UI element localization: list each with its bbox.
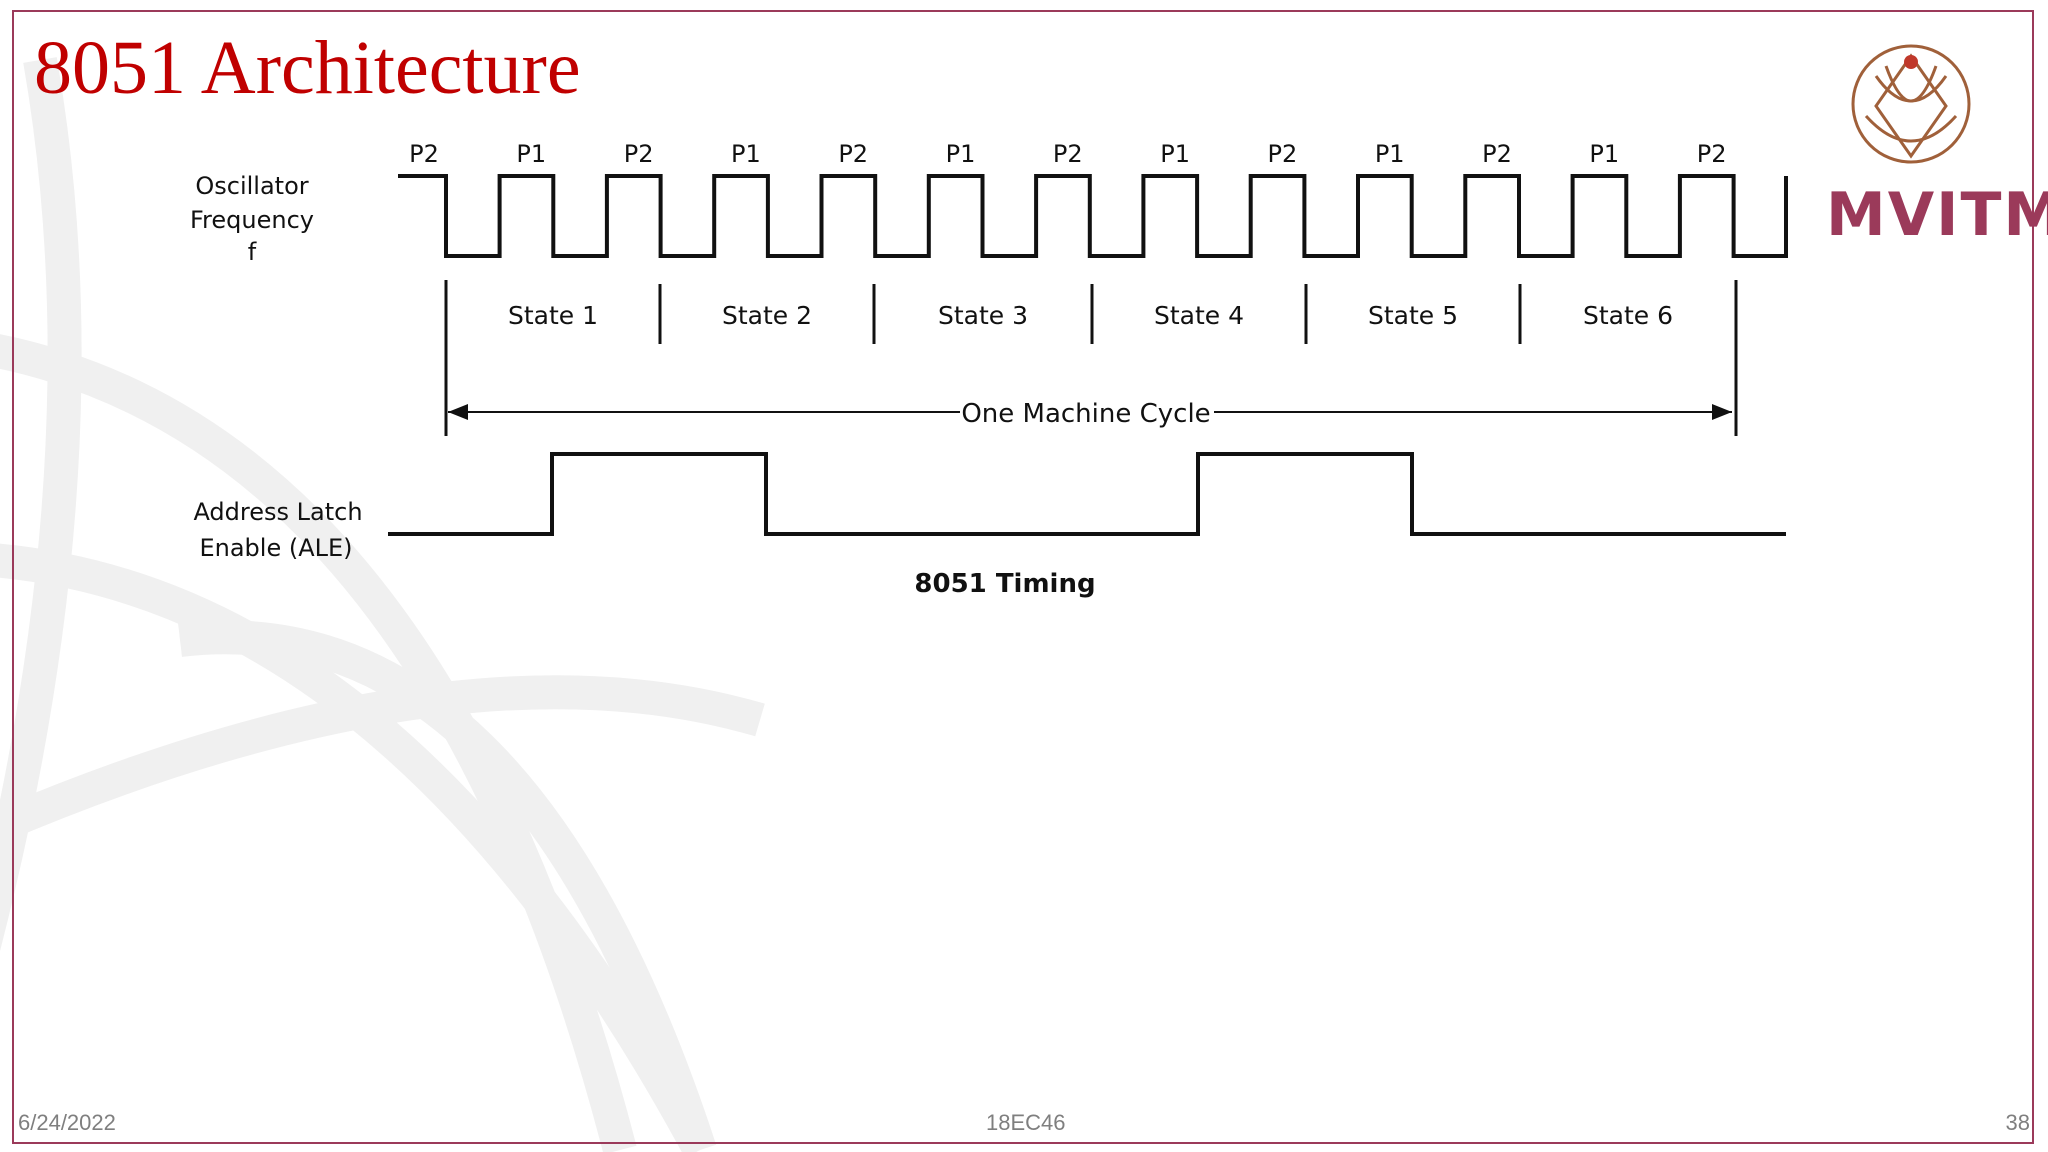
phase-label: P2 xyxy=(409,140,439,168)
state-label: State 5 xyxy=(1368,301,1458,330)
phase-label: P2 xyxy=(624,140,654,168)
phase-label: P1 xyxy=(1375,140,1405,168)
phase-label: P2 xyxy=(838,140,868,168)
machine-cycle-label: One Machine Cycle xyxy=(961,399,1210,429)
footer-date: 6/24/2022 xyxy=(18,1110,116,1135)
phase-label: P1 xyxy=(516,140,546,168)
footer-course-code: 18EC46 xyxy=(986,1110,1066,1135)
state-label: State 2 xyxy=(722,301,812,330)
state-label: State 1 xyxy=(508,301,598,330)
phase-label: P1 xyxy=(1589,140,1619,168)
ale-waveform xyxy=(388,452,1786,536)
logo-text: MVITM xyxy=(1826,180,2048,250)
state-label: State 6 xyxy=(1583,301,1673,330)
footer-page-number: 38 xyxy=(2005,1110,2030,1135)
phase-label: P1 xyxy=(1160,140,1190,168)
slide-frame xyxy=(12,10,2034,1144)
slide-title: 8051 Architecture xyxy=(34,26,581,110)
phase-label: P2 xyxy=(1053,140,1083,168)
arrowhead-left xyxy=(448,404,468,420)
ale-label-line-1: Address Latch xyxy=(193,498,362,526)
phase-label: P1 xyxy=(946,140,976,168)
college-logo-icon xyxy=(1851,44,1971,164)
oscillator-label-line-2: Frequency xyxy=(190,206,314,234)
phase-label: P2 xyxy=(1268,140,1298,168)
phase-label: P2 xyxy=(1697,140,1727,168)
phase-label: P1 xyxy=(731,140,761,168)
state-label: State 4 xyxy=(1154,301,1244,330)
arrowhead-right xyxy=(1712,404,1732,420)
state-dividers xyxy=(658,284,1522,344)
phase-label: P2 xyxy=(1482,140,1512,168)
state-labels: State 1 State 2 State 3 State 4 State 5 State… xyxy=(508,301,1673,330)
oscillator-label-line-3: f xyxy=(248,238,257,266)
state-label: State 3 xyxy=(938,301,1028,330)
phase-labels: P2 P1 P2 P1 P2 P1 P2 P1 P2 P1 P2 P1 P2 xyxy=(409,140,1726,168)
diagram-caption: 8051 Timing xyxy=(914,569,1095,599)
oscillator-waveform xyxy=(398,174,1788,258)
ale-label-line-2: Enable (ALE) xyxy=(199,534,352,562)
oscillator-label-line-1: Oscillator xyxy=(195,172,308,200)
